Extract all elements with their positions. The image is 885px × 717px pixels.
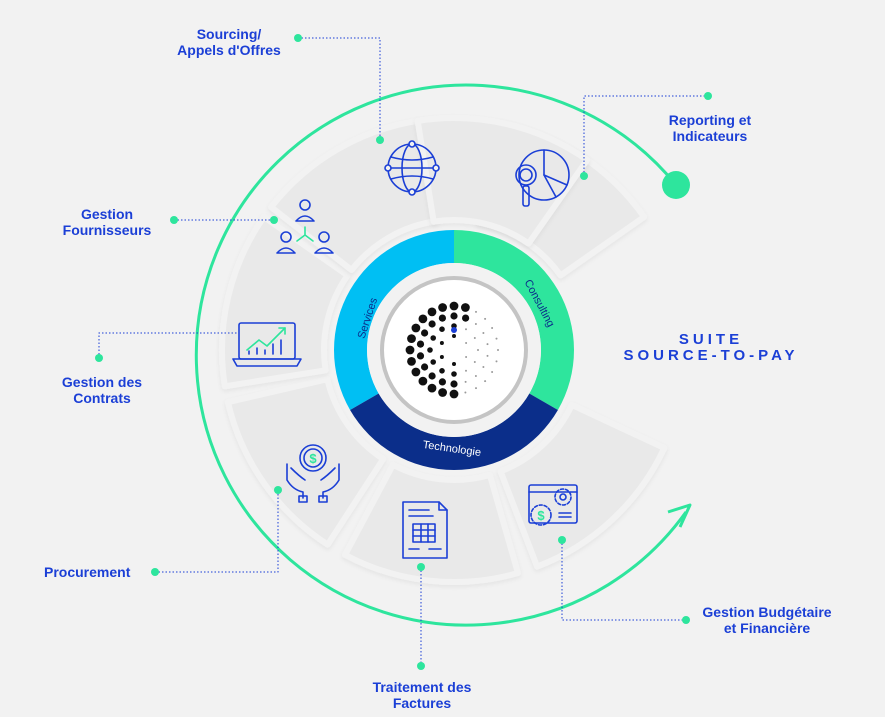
logo-dot xyxy=(477,349,479,351)
inner-ring-outline xyxy=(380,276,528,424)
logo-dot xyxy=(430,359,437,365)
logo-dot xyxy=(427,347,433,353)
module-tiles xyxy=(219,115,668,585)
logo-dot xyxy=(438,378,446,386)
suite-title: SUITE SOURCE-TO-PAY xyxy=(623,331,799,364)
arc-arrowhead xyxy=(667,503,692,528)
logo-dot xyxy=(427,307,437,317)
logo-dot xyxy=(421,329,429,337)
logo-dot xyxy=(464,380,467,383)
logo-dot xyxy=(462,314,470,322)
connector-dots xyxy=(95,34,712,670)
services-segment[interactable] xyxy=(334,230,454,410)
logo-dot xyxy=(449,301,459,311)
magnifier-pie-chart-icon xyxy=(515,149,570,207)
logo-dot xyxy=(482,332,485,334)
hands-dollar-coin-icon: $ xyxy=(286,444,340,503)
label-procurement: Procurement xyxy=(44,564,131,580)
logo-dot xyxy=(449,389,459,399)
logo-dot xyxy=(461,303,470,312)
consulting-segment[interactable] xyxy=(454,230,574,410)
process-arc xyxy=(194,83,688,627)
logo-dot xyxy=(452,334,456,338)
logo-dot xyxy=(407,357,416,366)
logo-dot xyxy=(407,334,416,343)
label-fournisseurs: Gestion Fournisseurs xyxy=(62,206,152,238)
logo-dot xyxy=(411,323,421,333)
logo-dot xyxy=(484,317,487,320)
logo-dot xyxy=(486,343,489,346)
logo-dot xyxy=(497,349,499,351)
logo-dot xyxy=(439,355,444,359)
company-logo-dots xyxy=(405,301,499,399)
logo-dot xyxy=(439,341,444,345)
logo-dot xyxy=(495,337,498,340)
label-contrats: Gestion des Contrats xyxy=(61,374,143,406)
logo-dot xyxy=(428,372,436,380)
logo-dot xyxy=(411,367,421,377)
logo-dot xyxy=(438,388,447,397)
logo-dot xyxy=(427,383,437,393)
logo-dot xyxy=(474,323,477,325)
logo-dot xyxy=(465,342,468,344)
invoice-document-icon xyxy=(402,501,448,559)
connectors xyxy=(98,37,708,666)
logo-dot xyxy=(484,380,487,383)
logo-dot xyxy=(421,363,429,371)
logo-dot xyxy=(438,303,447,312)
logo-dot xyxy=(416,340,425,348)
label-factures: Traitement des Factures xyxy=(372,679,472,711)
logo-dot xyxy=(452,362,456,366)
label-budget: Gestion Budgétaire et Financière xyxy=(702,604,832,636)
logo-dot xyxy=(439,326,445,333)
logo-dot xyxy=(439,368,445,374)
logo-dot xyxy=(418,314,428,324)
globe-network-icon xyxy=(384,140,440,196)
logo-dot xyxy=(464,391,467,394)
logo-dot xyxy=(418,376,428,386)
tile-budget[interactable] xyxy=(497,401,668,570)
logo-dot xyxy=(475,310,477,313)
logo-dot xyxy=(474,375,477,377)
logo-dot xyxy=(451,371,457,377)
logo-dot xyxy=(491,327,494,329)
logo-accent-dot xyxy=(451,327,457,333)
logo-dot xyxy=(450,312,458,320)
logo-dot xyxy=(475,387,477,390)
svg-text:$: $ xyxy=(537,508,545,523)
logo-dot xyxy=(495,360,498,363)
center-ring: Services Consulting Technologie xyxy=(334,230,574,470)
people-network-icon xyxy=(276,199,334,254)
logo-dot xyxy=(486,354,489,357)
logo-dot xyxy=(438,314,446,322)
logo-dot xyxy=(465,356,468,358)
logo-dot xyxy=(465,369,467,372)
label-reporting: Reporting et Indicateurs xyxy=(668,112,752,144)
arc-start-dot xyxy=(662,171,690,199)
logo-dot xyxy=(491,371,494,373)
logo-dot xyxy=(473,337,476,339)
technologie-segment[interactable] xyxy=(350,393,558,471)
dollar-gears-icon: $ xyxy=(528,484,578,526)
laptop-chart-icon xyxy=(232,322,302,367)
logo-dot xyxy=(482,366,485,368)
logo-dot xyxy=(416,352,425,360)
logo-dot xyxy=(430,335,437,341)
label-sourcing: Sourcing/ Appels d'Offres xyxy=(177,26,281,58)
logo-dot xyxy=(473,361,476,363)
svg-text:$: $ xyxy=(309,451,317,466)
logo-dot xyxy=(405,345,415,355)
logo-dot xyxy=(428,320,436,328)
logo-dot xyxy=(465,328,467,331)
logo-dot xyxy=(450,380,458,388)
